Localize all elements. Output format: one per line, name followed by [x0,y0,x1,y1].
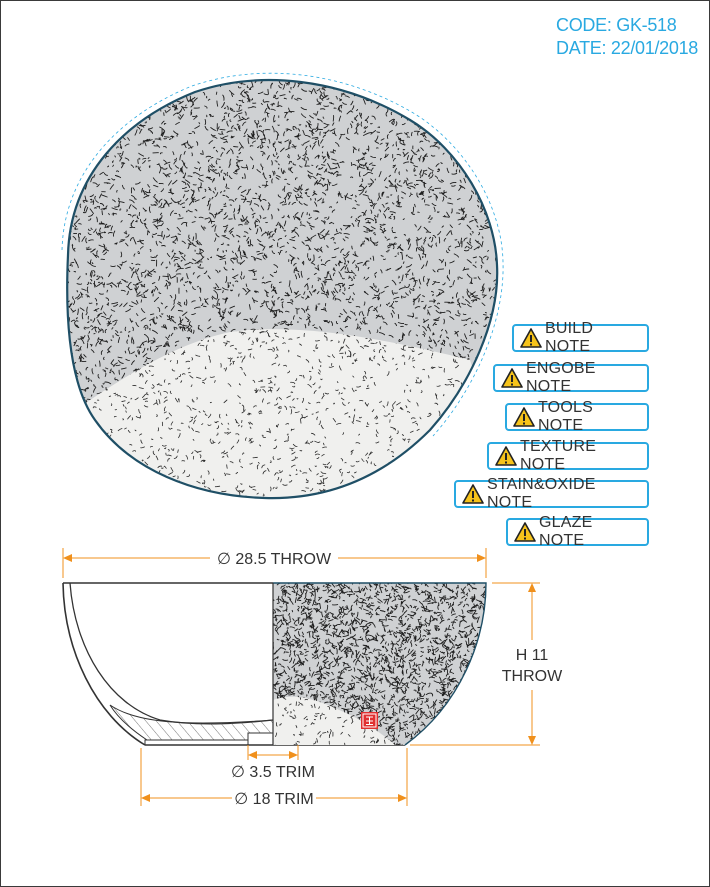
outer-profile-left [62,582,146,746]
height-label: H 11 [516,647,549,664]
outer-foot-label: ∅ 18 TRIM [234,791,313,808]
warning-icon [513,407,535,427]
section-hatch [109,704,274,741]
warning-icon [495,446,517,466]
inner-foot-label: ∅ 3.5 TRIM [231,764,315,781]
note-label: TEXTURE NOTE [520,438,597,473]
tools-note-button[interactable]: TOOLS NOTE [505,399,649,434]
build-note-button[interactable]: BUILD NOTE [512,320,649,355]
code-label: CODE: GK-518 [556,15,677,35]
glaze-note-button[interactable]: GLAZE NOTE [506,514,649,549]
note-label: BUILD NOTE [545,320,594,355]
date-label: DATE: 22/01/2018 [556,38,698,58]
warning-icon [501,368,523,388]
foot-ring [144,739,249,746]
maker-stamp [361,712,378,729]
note-label: ENGOBE NOTE [526,360,596,395]
note-label: GLAZE NOTE [539,514,593,549]
drawing-header: CODE: GK-518 DATE: 22/01/2018 [556,14,698,60]
section-view [62,582,487,746]
dimension-lines [62,548,540,806]
warning-icon [514,522,536,542]
note-label: STAIN&OXIDE NOTE [487,476,596,511]
height-unit-label: THROW [502,668,563,685]
warning-icon [462,484,484,504]
warning-icon [520,328,542,348]
note-label: TOOLS NOTE [538,399,593,434]
stain-oxide-note-button[interactable]: STAIN&OXIDE NOTE [454,476,649,511]
outer-dashed-outline [61,72,504,437]
top-diameter-label: ∅ 28.5 THROW [217,551,332,568]
texture-note-button[interactable]: TEXTURE NOTE [487,438,649,473]
engobe-note-button[interactable]: ENGOBE NOTE [493,360,649,395]
top-view [61,72,504,500]
